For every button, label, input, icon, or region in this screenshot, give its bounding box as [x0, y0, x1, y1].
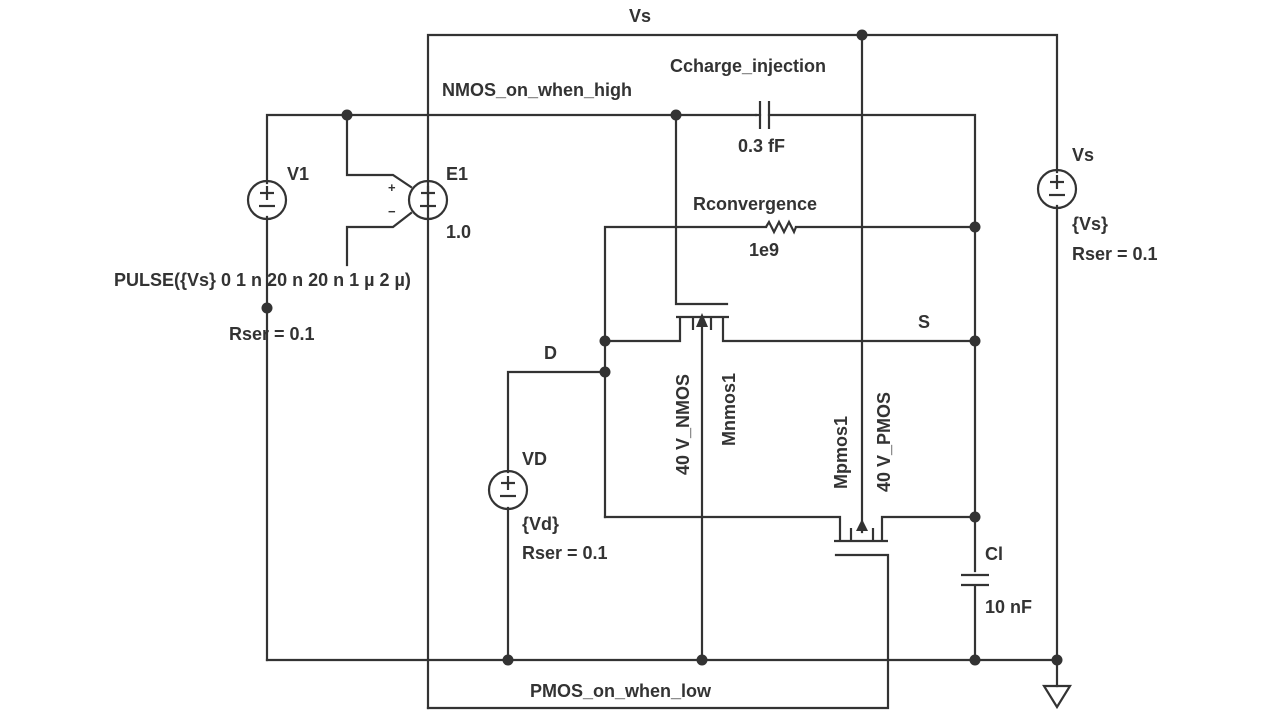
vd-value-label: {Vd}	[522, 514, 559, 534]
e1-sense-plus-wire	[345, 113, 413, 189]
dependent-source-icon	[407, 179, 449, 221]
ccharge-right-wire	[767, 113, 977, 229]
node-dot	[599, 335, 611, 347]
pmos-source-wire	[880, 515, 977, 542]
net-label-nmos-gate: NMOS_on_when_high	[442, 80, 632, 100]
node-dot	[969, 654, 981, 666]
rconv-left-wire	[603, 225, 768, 519]
net-label-pmos-gate: PMOS_on_when_low	[530, 681, 712, 701]
pmos-drain-wire	[603, 515, 842, 542]
vd-top-wire	[506, 370, 607, 474]
ground-icon	[1042, 684, 1072, 710]
junction-nodes	[261, 29, 1063, 666]
vs-name-label: Vs	[1072, 145, 1094, 165]
capacitor-icon	[961, 573, 989, 587]
v1-rser-label: Rser = 0.1	[229, 324, 315, 344]
vs-rser-label: Rser = 0.1	[1072, 244, 1158, 264]
ccharge-value-label: 0.3 fF	[738, 136, 785, 156]
pmos-transistor-icon	[834, 519, 888, 543]
node-dot	[670, 109, 682, 121]
v1-name-label: V1	[287, 164, 309, 184]
voltage-source-icon	[487, 469, 529, 511]
net-label-vs: Vs	[629, 6, 651, 26]
resistor-icon	[765, 219, 798, 235]
vs-net-wire	[426, 33, 1059, 710]
node-dot	[261, 302, 273, 314]
e1-minus-label: −	[388, 204, 396, 219]
node-dot	[502, 654, 514, 666]
ccharge-name-label: Ccharge_injection	[670, 56, 826, 76]
net-label-source: S	[918, 312, 930, 332]
pmos-model-label: 40 V_PMOS	[874, 392, 894, 492]
nmos-gate-wire	[674, 113, 729, 306]
voltage-source-icon	[246, 179, 288, 221]
e1-gain-label: 1.0	[446, 222, 471, 242]
vd-name-label: VD	[522, 449, 547, 469]
node-dot	[1051, 654, 1063, 666]
nmos-source-wire	[721, 316, 977, 343]
nmos-model-label: 40 V_NMOS	[673, 374, 693, 475]
labels: Vs NMOS_on_when_high Ccharge_injection 0…	[114, 6, 1158, 701]
node-dot	[969, 335, 981, 347]
node-dot	[969, 221, 981, 233]
rconv-name-label: Rconvergence	[693, 194, 817, 214]
cl-value-label: 10 nF	[985, 597, 1032, 617]
wires	[265, 33, 1059, 710]
pmos-name-label: Mpmos1	[831, 416, 851, 489]
vd-rser-label: Rser = 0.1	[522, 543, 608, 563]
pmos-gate-wire	[426, 553, 890, 710]
nmos-drain-wire	[603, 316, 682, 343]
node-dot	[856, 29, 868, 41]
e1-name-label: E1	[446, 164, 468, 184]
node-dot	[969, 511, 981, 523]
vs-value-label: {Vs}	[1072, 214, 1108, 234]
e1-sense-minus-wire	[345, 211, 413, 267]
net-label-drain: D	[544, 343, 557, 363]
node-dot	[599, 366, 611, 378]
nmos-transistor-icon	[676, 313, 729, 330]
nmos-name-label: Mnmos1	[719, 373, 739, 446]
v1-top-wire	[265, 113, 758, 185]
capacitor-icon	[754, 101, 771, 129]
node-dot	[696, 654, 708, 666]
rconv-value-label: 1e9	[749, 240, 779, 260]
cl-name-label: Cl	[985, 544, 1003, 564]
voltage-source-icon	[1036, 168, 1078, 210]
node-dot	[341, 109, 353, 121]
e1-plus-label: +	[388, 180, 396, 195]
v1-value-label: PULSE({Vs} 0 1 n 20 n 20 n 1 µ 2 µ)	[114, 270, 411, 290]
